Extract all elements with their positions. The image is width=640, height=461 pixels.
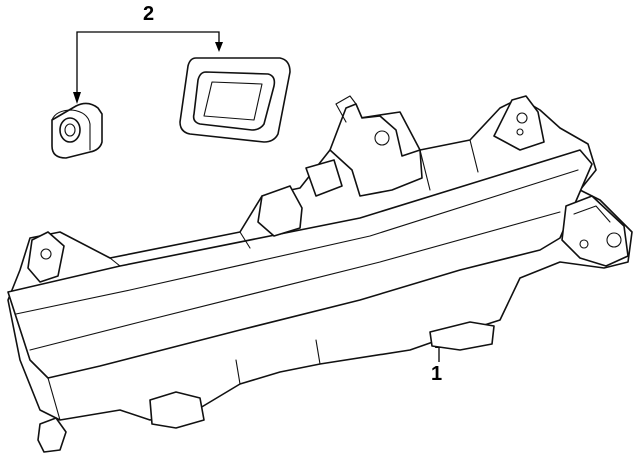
callout-2-leader (73, 31, 223, 104)
callout-label-1: 1 (431, 363, 443, 385)
lamp-housing-part (7, 95, 633, 453)
bushing-part (51, 102, 103, 159)
gasket-part (179, 57, 291, 143)
callout-label-2: 2 (143, 3, 155, 25)
